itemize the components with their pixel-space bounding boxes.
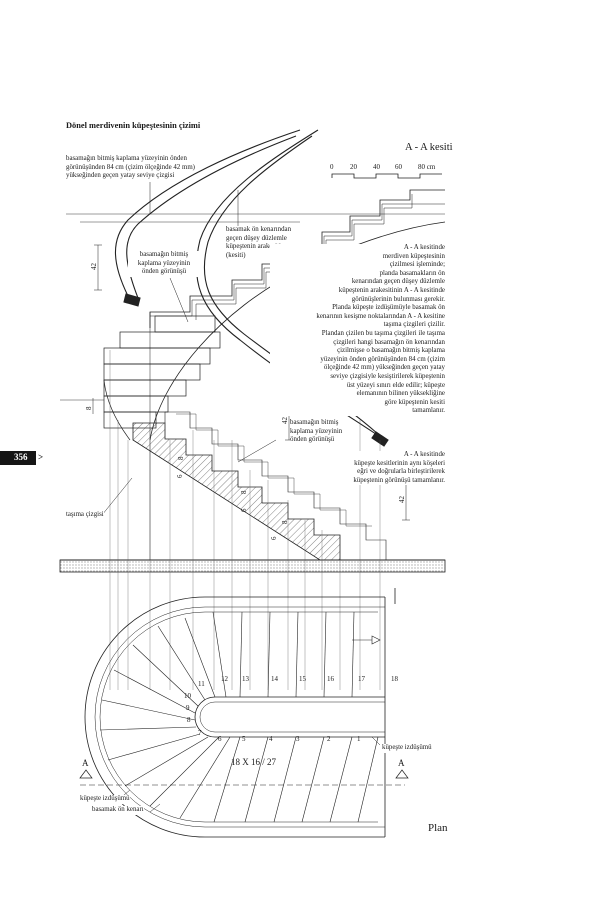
leader-lines [101,182,396,516]
note-step-surface-1: basamağın bitmiş kaplama yüzeyinin önden… [128,251,200,277]
dim-42-right: 42 [398,496,406,504]
stair-formula: 18 X 16 / 27 [231,757,277,767]
upper-step-lines [184,611,355,698]
cut-label-right: A [398,758,405,768]
dim-6-c: 6 [270,536,278,540]
dim-42-mid: 42 [281,417,289,425]
step-number-2: 2 [327,735,331,743]
step-number-15: 15 [299,675,307,683]
svg-labels: 0 20 40 60 80 cm 42 42 42 8 8 8 8 8 6 6 … [82,163,436,768]
step-number-1: 1 [357,735,361,743]
transfer-lines [109,350,381,690]
winder-step-lines [99,625,231,819]
scale-tick-60: 60 [395,163,403,171]
dim-8-b: 8 [240,490,248,494]
section-title: A - A kesiti [405,142,453,153]
cut-label-left: A [82,758,89,768]
dim-8-left: 8 [85,406,93,410]
page-arrow: > [38,452,44,462]
page-number-tab [0,451,36,465]
step-number-10: 10 [184,692,192,700]
note-top-left: basamağın bitmiş kaplama yüzeyinin önden… [66,155,195,180]
step-number-3: 3 [296,735,300,743]
step-number-14: 14 [271,675,279,683]
dim-6-b: 6 [240,508,248,512]
winder-steps-section [103,315,221,441]
step-number-13: 13 [242,675,250,683]
note-step-front-edge: basamak ön kenarı [92,806,144,815]
note-paragraph: A - A kesitinde merdiven küpeştesinin çi… [270,244,445,416]
dim-6-a: 6 [176,474,184,478]
step-number-4: 4 [269,735,273,743]
step-number-5: 5 [242,735,246,743]
note-handrail-projection-left: küpeşte izdüşümü [80,795,130,804]
lower-flight-hatched [132,411,387,561]
note-transfer-lines: taşıma çizgisi [66,511,104,520]
scale-bar [331,173,442,179]
section-a-a [59,129,446,690]
scale-tick-20: 20 [350,163,358,171]
step-number-8: 8 [187,716,191,724]
step-number-7: 7 [198,729,202,737]
page-number: 356 [14,452,28,462]
step-number-9: 9 [186,704,190,712]
step-number-11: 11 [198,680,205,688]
step-number-16: 16 [327,675,335,683]
plan-label: Plan [428,822,448,834]
lower-step-lines [213,736,379,823]
step-number-6: 6 [218,735,222,743]
scale-tick-80: 80 cm [418,163,436,171]
scale-tick-40: 40 [373,163,381,171]
step-number-12: 12 [221,675,229,683]
dim-42-left: 42 [90,263,98,271]
dim-8-a: 8 [177,456,185,460]
step-number-17: 17 [358,675,366,683]
ground-slab [59,559,446,573]
step-number-18: 18 [391,675,399,683]
note-completion: A - A kesitinde küpeşte kesitlerinin ayn… [300,451,445,486]
note-step-surface-2: basamağın bitmiş kaplama yüzeyinin önden… [290,419,343,445]
scale-tick-0: 0 [330,163,334,171]
dim-8-c: 8 [281,520,289,524]
note-handrail-projection-right: küpeşte izdüşümü [382,744,432,753]
level-lines [60,213,445,401]
page-title: Dönel merdivenin küpeştesinin çizimi [66,121,201,130]
